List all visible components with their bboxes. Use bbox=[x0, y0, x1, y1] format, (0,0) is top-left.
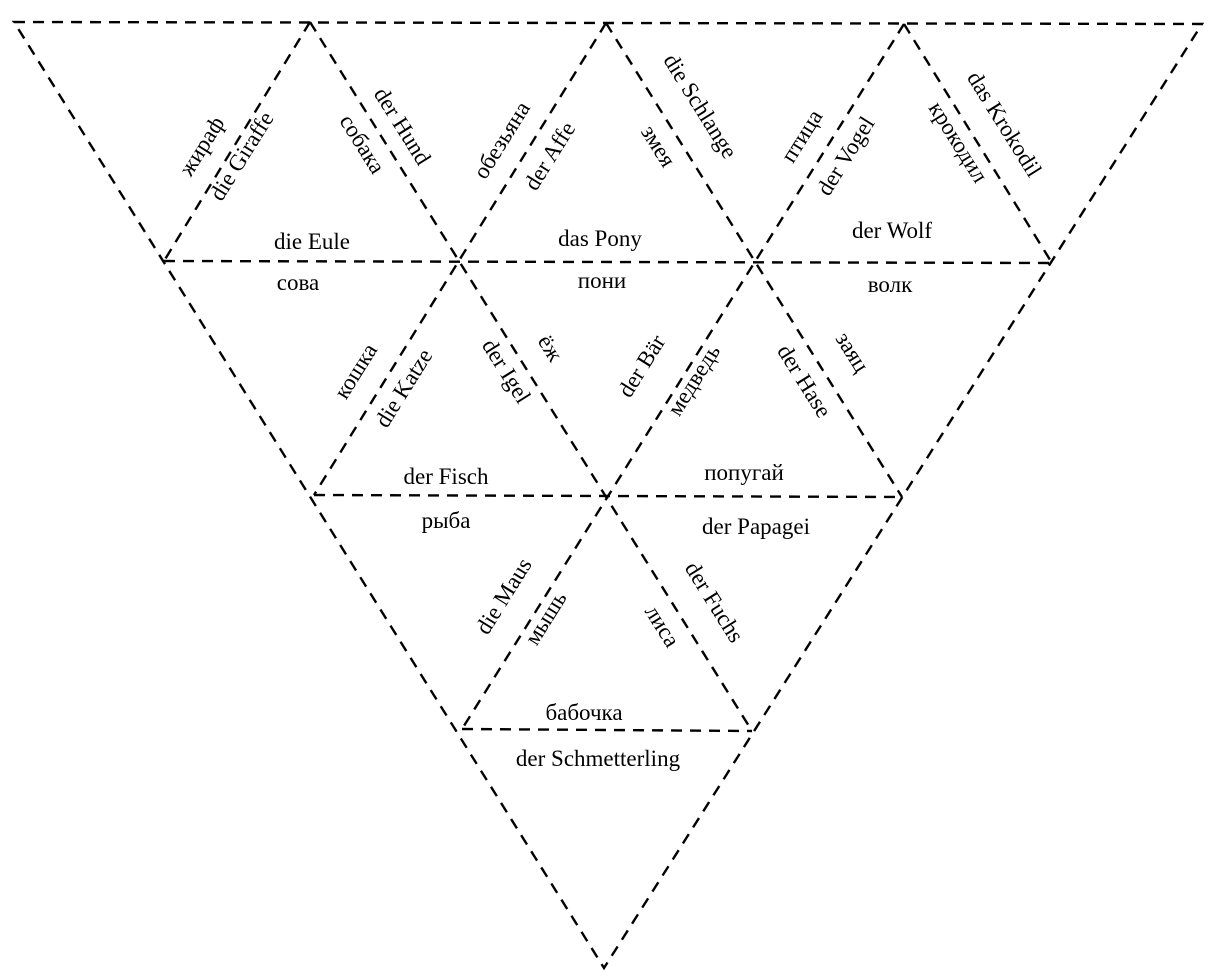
label-ezh: ёж bbox=[533, 330, 568, 365]
label-koshka: кошка bbox=[329, 339, 382, 403]
label-das-pony: das Pony bbox=[558, 226, 642, 251]
cut-line-row-1 bbox=[163, 259, 1053, 265]
label-der-schmetterling: der Schmetterling bbox=[516, 746, 681, 771]
label-mysh: мышь bbox=[520, 587, 572, 650]
cut-line-row-3 bbox=[461, 727, 753, 733]
label-die-katze: die Katze bbox=[370, 344, 438, 431]
cut-line-diag-a1 bbox=[308, 21, 754, 732]
label-der-baer: der Bär bbox=[613, 330, 671, 401]
label-zmeya: змея bbox=[636, 121, 681, 172]
label-lisa: лиса bbox=[640, 601, 685, 652]
label-der-igel: der Igel bbox=[477, 334, 536, 407]
label-der-affe: der Affe bbox=[519, 117, 580, 194]
outer-triangle bbox=[11, 20, 1205, 971]
label-poni: пони bbox=[578, 268, 626, 293]
label-ryba: рыба bbox=[422, 508, 471, 533]
cut-line-diag-a3 bbox=[902, 23, 1054, 264]
label-der-hase: der Hase bbox=[772, 340, 836, 422]
label-babochka: бабочка bbox=[545, 700, 622, 725]
cut-line-diag-b2 bbox=[312, 22, 608, 496]
label-die-eule: die Eule bbox=[274, 229, 350, 254]
cut-line-diag-a2 bbox=[604, 22, 904, 498]
label-der-papagei: der Papagei bbox=[702, 514, 810, 539]
label-der-wolf: der Wolf bbox=[852, 218, 932, 243]
label-der-fuchs: der Fuchs bbox=[680, 557, 749, 647]
cut-line-diag-b3 bbox=[460, 23, 906, 730]
label-sobaka: собака bbox=[335, 110, 390, 178]
label-sova: сова bbox=[277, 270, 319, 295]
cut-line-diag-b1 bbox=[162, 21, 312, 262]
label-popugay: попугай bbox=[704, 460, 784, 485]
label-der-fisch: der Fisch bbox=[404, 464, 489, 489]
label-volk: волк bbox=[868, 272, 913, 297]
label-zayats: заяц bbox=[831, 328, 875, 377]
label-medved: медведь bbox=[662, 340, 725, 420]
